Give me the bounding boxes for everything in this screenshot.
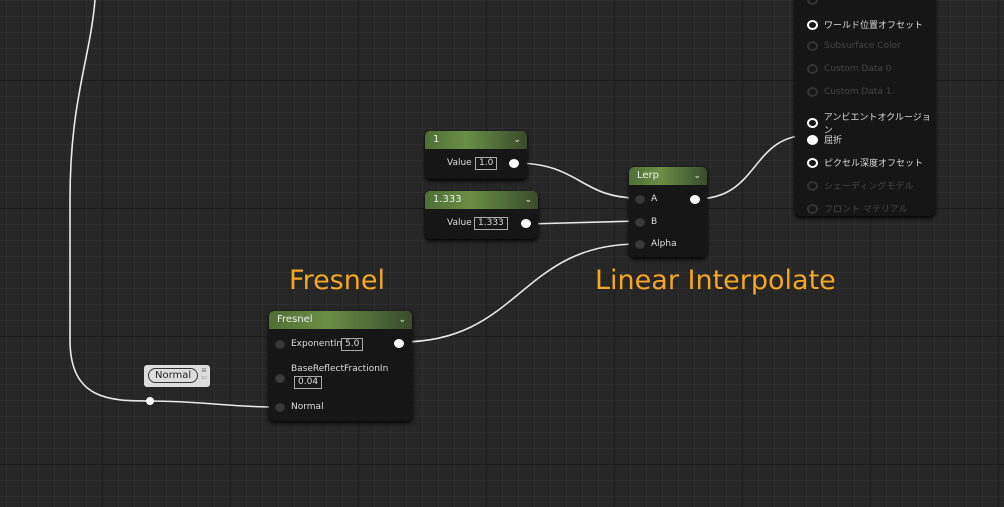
- pin-label: Subsurface Color: [824, 41, 901, 51]
- node-title: Fresnel: [277, 314, 313, 325]
- input-pin-alpha[interactable]: [635, 240, 645, 249]
- input-pin-normal[interactable]: [275, 403, 285, 412]
- chevron-down-icon[interactable]: ⌄: [693, 171, 701, 181]
- pin-icon[interactable]: [807, 87, 818, 97]
- output-pin[interactable]: [521, 219, 531, 228]
- base-reflect-input[interactable]: 0.04: [294, 376, 323, 389]
- pin-icon[interactable]: [807, 41, 818, 51]
- pin-label: シェーディングモデル: [824, 182, 914, 192]
- input-pin-base-reflect[interactable]: [275, 374, 285, 383]
- material-input-pin[interactable]: Custom Data 1: [807, 87, 891, 97]
- wire-const1-lerp-a: [514, 162, 639, 199]
- constant-node-2[interactable]: 1.333 ⌄ Value 1.333: [425, 191, 538, 239]
- node-title: 1: [433, 134, 440, 145]
- constant-node-1[interactable]: 1⌄ Value 1.0: [425, 131, 527, 179]
- input-pin-exponent[interactable]: [275, 340, 285, 349]
- pin-label: ワールド位置オフセット: [824, 21, 924, 31]
- pin-icon[interactable]: [807, 118, 818, 128]
- pin-icon[interactable]: ⊞▭: [201, 367, 207, 381]
- comment-fresnel: Fresnel: [289, 265, 385, 296]
- material-input-pin[interactable]: シェーディングモデル: [807, 179, 913, 192]
- value-input[interactable]: 1.0: [475, 157, 498, 170]
- material-input-pin[interactable]: Subsurface Color: [807, 41, 901, 51]
- pin-icon[interactable]: [807, 0, 818, 5]
- material-input-pin[interactable]: 屈折: [807, 133, 842, 146]
- pin-icon[interactable]: [807, 64, 818, 74]
- material-input-pin[interactable]: ワールド位置オフセット: [807, 18, 923, 31]
- wire-const2-lerp-b: [526, 220, 639, 225]
- output-pin[interactable]: [394, 339, 404, 348]
- input-pin-a[interactable]: [635, 195, 645, 204]
- chevron-down-icon[interactable]: ⌄: [513, 135, 521, 145]
- comment-linear-interpolate: Linear Interpolate: [595, 265, 836, 296]
- output-pin[interactable]: [509, 159, 519, 168]
- node-header[interactable]: Fresnel ⌄: [269, 311, 412, 329]
- pin-label-a: A: [651, 194, 658, 204]
- pin-label: フロント マテリアル: [824, 205, 908, 215]
- pin-label-exponent: ExponentIn: [291, 339, 343, 349]
- reroute-label-text: Normal: [148, 368, 199, 383]
- value-input[interactable]: 1.333: [474, 217, 508, 230]
- material-input-pin[interactable]: [807, 0, 824, 5]
- reroute-knot: [146, 397, 154, 405]
- pin-label: 屈折: [824, 136, 843, 146]
- pin-icon[interactable]: [807, 203, 818, 214]
- fresnel-node[interactable]: Fresnel ⌄ ExponentIn 5.0 BaseReflectFract…: [269, 311, 412, 421]
- wire-lerp-refraction: [695, 134, 811, 200]
- node-title: 1.333: [433, 194, 462, 205]
- node-header[interactable]: Lerp ⌄: [629, 167, 707, 185]
- pin-label: ピクセル深度オフセット: [824, 159, 924, 169]
- value-label: Value: [447, 218, 472, 228]
- pin-icon[interactable]: [807, 19, 818, 30]
- pin-label-alpha: Alpha: [651, 239, 677, 249]
- input-pin-b[interactable]: [635, 218, 645, 227]
- wire-normal-fresnel: [149, 400, 276, 408]
- value-label: Value: [447, 158, 472, 168]
- lerp-node[interactable]: Lerp ⌄ A B Alpha: [629, 167, 707, 257]
- chevron-down-icon[interactable]: ⌄: [398, 315, 406, 325]
- reroute-label[interactable]: Normal ⊞▭: [144, 365, 210, 387]
- wire-normal-in: [69, 0, 151, 402]
- pin-label-b: B: [651, 217, 658, 227]
- pin-label: アンビエントオクルージョン: [823, 113, 931, 136]
- pin-label-base-reflect: BaseReflectFractionIn: [291, 364, 389, 374]
- material-input-pin[interactable]: ピクセル深度オフセット: [807, 156, 923, 169]
- node-title: Lerp: [637, 170, 660, 181]
- wire-fresnel-lerp-alpha: [400, 243, 639, 343]
- chevron-down-icon[interactable]: ⌄: [524, 195, 532, 205]
- node-header[interactable]: 1.333 ⌄: [425, 191, 538, 209]
- pin-label-normal: Normal: [291, 402, 324, 412]
- pin-label: Custom Data 1: [824, 87, 892, 97]
- material-input-pin[interactable]: フロント マテリアル: [807, 202, 908, 215]
- output-pin[interactable]: [690, 195, 700, 204]
- pin-icon[interactable]: [807, 157, 818, 168]
- material-input-pin[interactable]: Custom Data 0: [807, 64, 891, 74]
- node-header[interactable]: 1⌄: [425, 131, 527, 149]
- pin-icon[interactable]: [807, 180, 818, 191]
- pin-icon[interactable]: [807, 134, 818, 145]
- pin-label: Custom Data 0: [824, 64, 892, 74]
- material-input-pin[interactable]: アンビエントオクルージョン: [807, 110, 935, 136]
- exponent-input[interactable]: 5.0: [341, 338, 364, 351]
